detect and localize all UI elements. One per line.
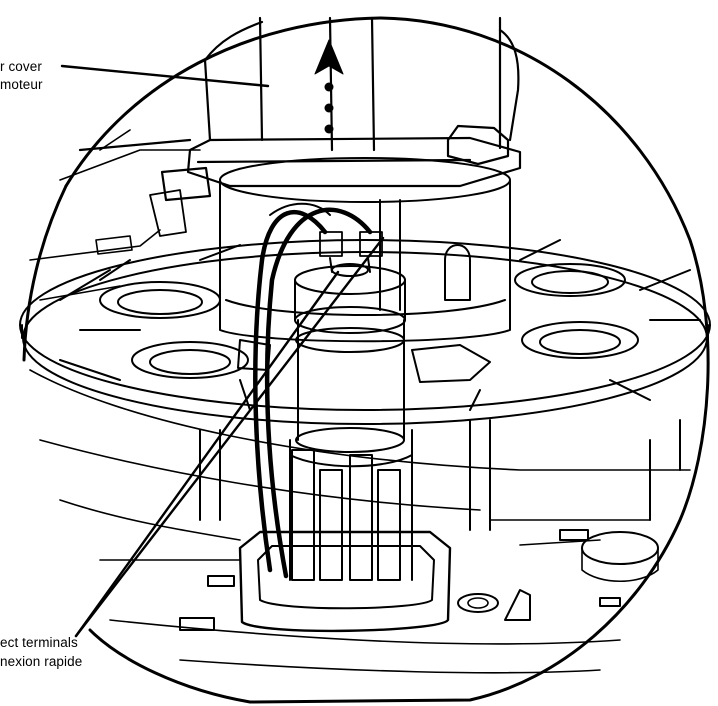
dot-icon — [324, 103, 334, 113]
terminal-block — [238, 429, 452, 633]
quick-connect-label-en: ect terminals — [0, 635, 78, 650]
motor-cover-label-fr: moteur — [0, 77, 43, 92]
base-plate — [29, 129, 691, 674]
impeller-ring — [19, 239, 711, 531]
dot-icon — [324, 82, 334, 92]
detail-circle-frame — [22, 16, 710, 704]
motor-cover — [78, 16, 522, 202]
leader-lines — [60, 64, 385, 638]
wiring — [253, 207, 373, 579]
dot-icon — [324, 124, 334, 134]
up-arrow-icon — [314, 39, 344, 75]
motor-cover-label-en: r cover — [0, 59, 42, 74]
quick-connect-label-fr: nexion rapide — [0, 654, 83, 669]
